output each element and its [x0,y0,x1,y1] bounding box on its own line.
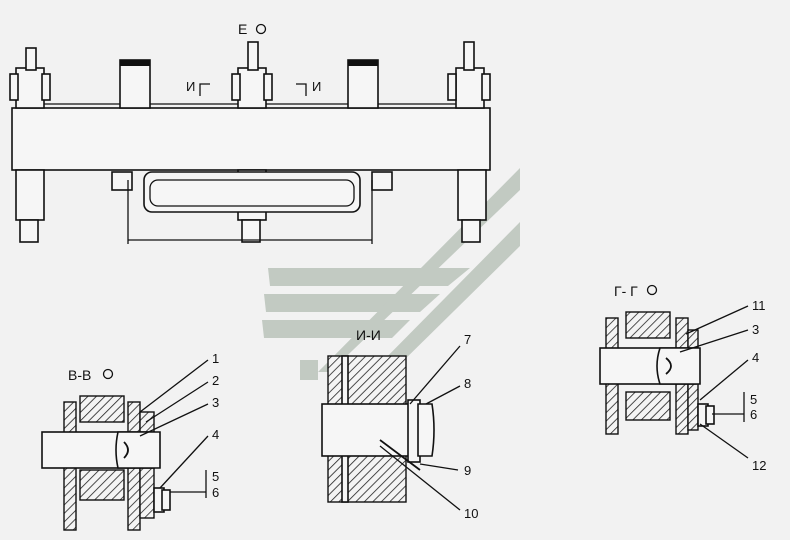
section-gg-circle-icon [646,284,658,296]
callout-9: 9 [464,463,471,478]
callout-10: 10 [464,506,478,521]
section-ii-title: И-И [356,327,381,343]
section-mark-left [199,83,210,96]
callouts-ii: 7 8 9 10 [379,332,478,521]
callout-3b: 3 [752,322,759,337]
callout-6: 6 [212,485,219,500]
section-gg-title: Г- Г [614,283,638,299]
section-vv-circle-icon [102,368,114,380]
callouts-gg: 11 3 4 5 6 12 [679,298,766,473]
callouts-vv: 1 2 3 4 5 6 [139,351,219,500]
view-e-label: Е [238,21,247,37]
watermark-logo [262,168,520,380]
top-assembly-view: И И Е [9,21,491,244]
callout-2: 2 [212,373,219,388]
callout-4b: 4 [752,350,759,365]
mount-right [447,41,491,243]
section-mark-left-label: И [186,79,195,94]
callout-6b: 6 [750,407,757,422]
callout-7: 7 [464,332,471,347]
section-mark-right [296,83,307,96]
section-gg: Г- Г [599,283,715,435]
mount-left [9,47,51,243]
callout-12: 12 [752,458,766,473]
callout-11: 11 [752,298,766,313]
support-post-left [119,59,151,109]
lower-bracket [111,171,393,244]
section-vv: В-В [41,367,171,531]
section-vv-title: В-В [68,367,91,383]
callout-8: 8 [464,376,471,391]
callout-1: 1 [212,351,219,366]
section-ii: И-И [321,327,435,503]
callout-4: 4 [212,427,219,442]
view-e-circle-icon [255,23,267,35]
support-post-right [347,59,379,109]
main-beam [11,107,491,171]
callout-3: 3 [212,395,219,410]
section-mark-right-label: И [312,79,321,94]
callout-5b: 5 [750,392,757,407]
callout-5: 5 [212,469,219,484]
